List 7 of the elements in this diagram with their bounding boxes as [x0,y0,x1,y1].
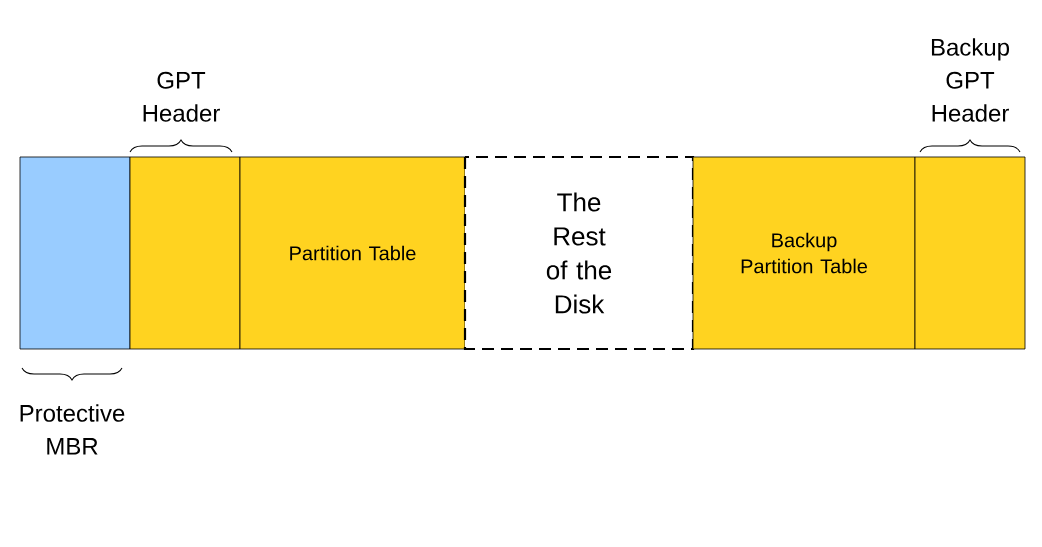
disk-block [914,156,1026,350]
disk-gap-region: The Rest of the Disk [463,155,695,351]
block-label: Protective MBR [20,404,125,455]
disk-block [19,156,131,350]
disk-block [129,156,241,350]
block-label: Backup GPT Header [931,38,1009,122]
block-label: GPT Header [143,71,220,122]
